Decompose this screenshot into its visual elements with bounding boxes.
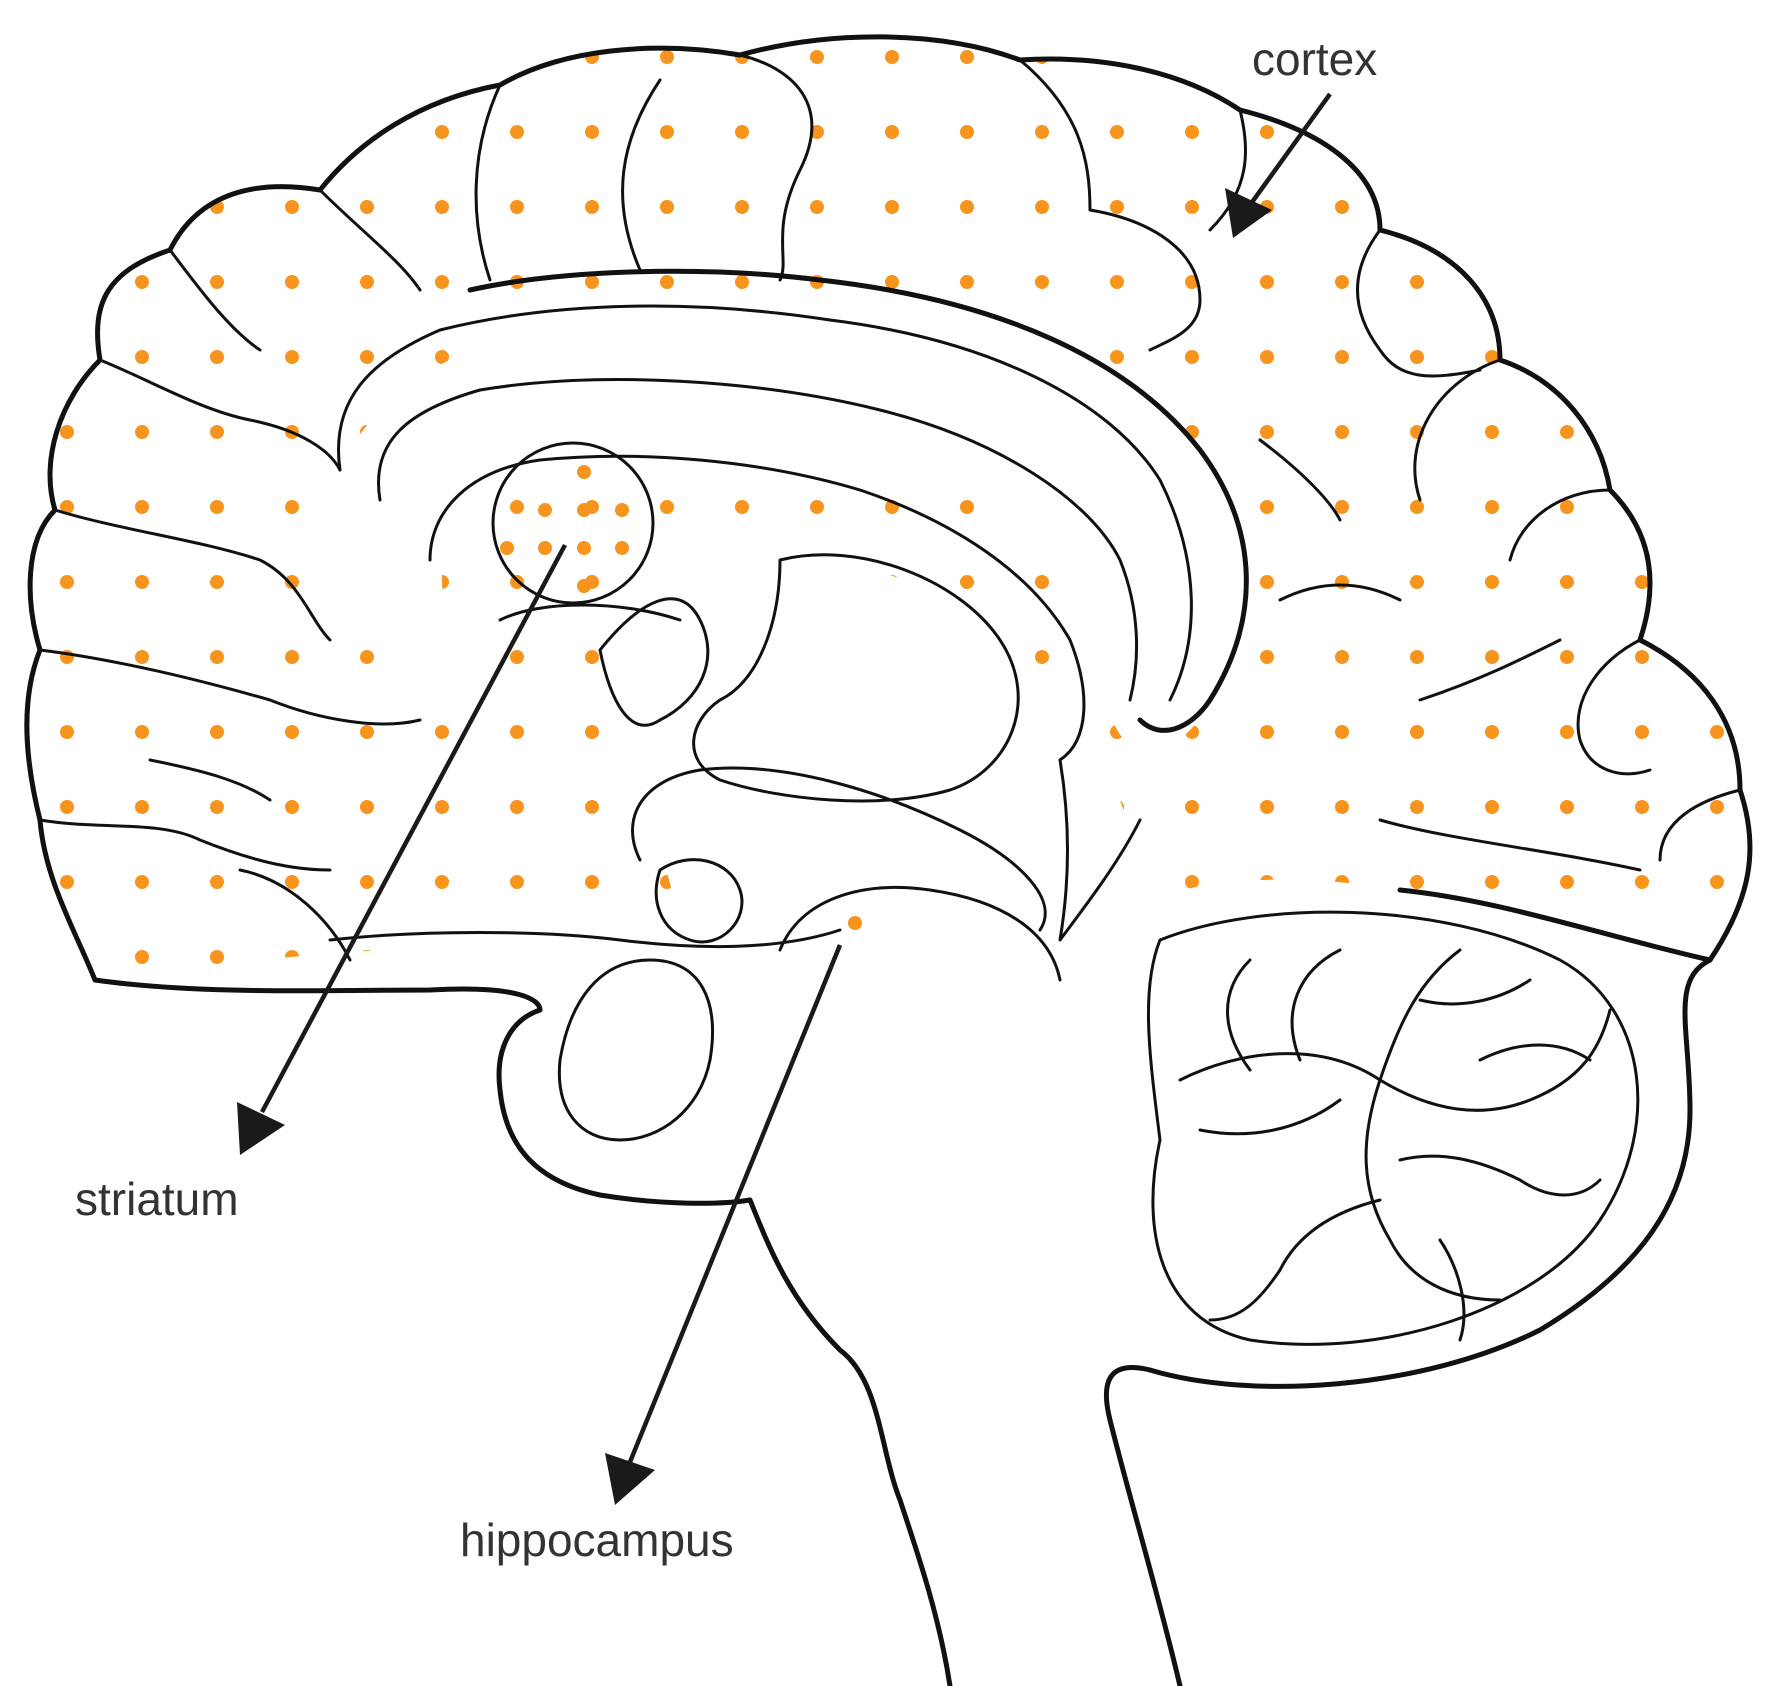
corpus-callosum-inner: [337, 304, 1193, 702]
arbor-vitae-branch: [1364, 1078, 1502, 1302]
label-striatum: striatum: [75, 1173, 239, 1225]
cortex-arrow: [1225, 92, 1332, 238]
striatum-dot: [538, 541, 552, 555]
hippocampus-dot: [848, 916, 862, 930]
gyrus-line: [738, 53, 814, 282]
thalamus-region: [612, 552, 1130, 930]
cerebellum-region: [1117, 879, 1691, 1377]
brain-outline: [24, 34, 1753, 983]
striatum-dot: [538, 503, 552, 517]
gyrus-line: [1413, 358, 1502, 502]
striatum-arrow-line: [260, 543, 567, 1114]
hippocampus-arrow-head: [605, 1453, 655, 1505]
arbor-vitae-branch: [1478, 1043, 1592, 1062]
label-cortex: cortex: [1252, 33, 1377, 85]
cortex-gyri: [38, 53, 1742, 962]
striatum-dot: [615, 541, 629, 555]
gyrus-line: [1658, 788, 1742, 862]
striatum-dot: [500, 541, 514, 555]
striatum-dot: [577, 541, 591, 555]
arbor-vitae-branch: [1198, 1098, 1342, 1136]
gyrus-line: [1508, 488, 1612, 562]
arbor-vitae-branch: [1398, 1154, 1602, 1197]
gyrus-line: [38, 818, 332, 872]
pituitary-area: [654, 858, 744, 944]
cortex-arrow-head: [1225, 188, 1272, 238]
arbor-vitae-branch: [1178, 1008, 1612, 1112]
midbrain-structures: [328, 268, 1249, 1142]
hypothalamus-outline: [631, 766, 1047, 932]
label-hippocampus: hippocampus: [460, 1514, 734, 1566]
cortex-arrow-line: [1248, 92, 1332, 207]
gyrus-line: [1356, 228, 1482, 378]
gyrus-line: [1418, 638, 1562, 702]
thalamus-outline: [692, 553, 1020, 803]
gyrus-line: [621, 78, 662, 272]
fornix: [428, 454, 1086, 762]
gyrus-line: [1258, 438, 1342, 522]
striatum-arrow: [237, 543, 567, 1155]
frontal-base-outline: [92, 977, 753, 1206]
septum-line: [328, 928, 842, 949]
lateral-ventricle: [377, 378, 1139, 702]
gyrus-line: [1278, 583, 1402, 602]
gyrus-line: [38, 648, 422, 726]
gyrus-line: [1378, 818, 1642, 872]
gyrus-line: [148, 758, 272, 802]
cerebellum-inner-outline: [1146, 910, 1640, 1346]
arbor-vitae-branch: [1378, 948, 1532, 1082]
gyrus-line: [168, 248, 262, 352]
anterior-commissure: [498, 603, 682, 622]
brainstem-front-outline: [747, 1197, 953, 1686]
midbrain-outline: [778, 886, 1062, 982]
fourth-ventricle-line: [1058, 758, 1142, 942]
brainstem-back-outline: [1103, 1364, 1183, 1686]
cerebellum-outline: [1147, 887, 1713, 1389]
gyrus-line: [474, 83, 502, 282]
hippocampus-arrow-line: [627, 944, 843, 1463]
brainstem-region: [500, 940, 1180, 1686]
arbor-vitae-branch: [1208, 1198, 1382, 1322]
striatum-dot: [577, 503, 591, 517]
gyrus-line: [53, 508, 332, 642]
striatum-arrow-head: [237, 1102, 285, 1155]
striatum-outline: [491, 441, 655, 605]
interthalamic-line: [598, 597, 710, 727]
arbor-vitae-branch: [1438, 1238, 1466, 1342]
striatum-dot: [615, 503, 629, 517]
optic-chiasm: [557, 958, 714, 1142]
gyrus-line: [238, 868, 352, 962]
cerebellum-arbor-vitae: [1146, 910, 1640, 1346]
gyrus-line: [1018, 58, 1202, 352]
gyrus-line: [98, 358, 342, 472]
gyrus-line: [1576, 638, 1652, 776]
gyrus-line: [318, 188, 422, 292]
striatum-dots: [500, 465, 629, 593]
hippocampus-arrow: [605, 944, 843, 1505]
gyrus-line: [1208, 108, 1248, 232]
arbor-vitae-branch: [1226, 948, 1342, 1072]
striatum-dot: [577, 579, 591, 593]
corpus-callosum-region: [336, 298, 1236, 753]
striatum-dot: [577, 465, 591, 479]
corpus-callosum-outer: [467, 268, 1249, 733]
